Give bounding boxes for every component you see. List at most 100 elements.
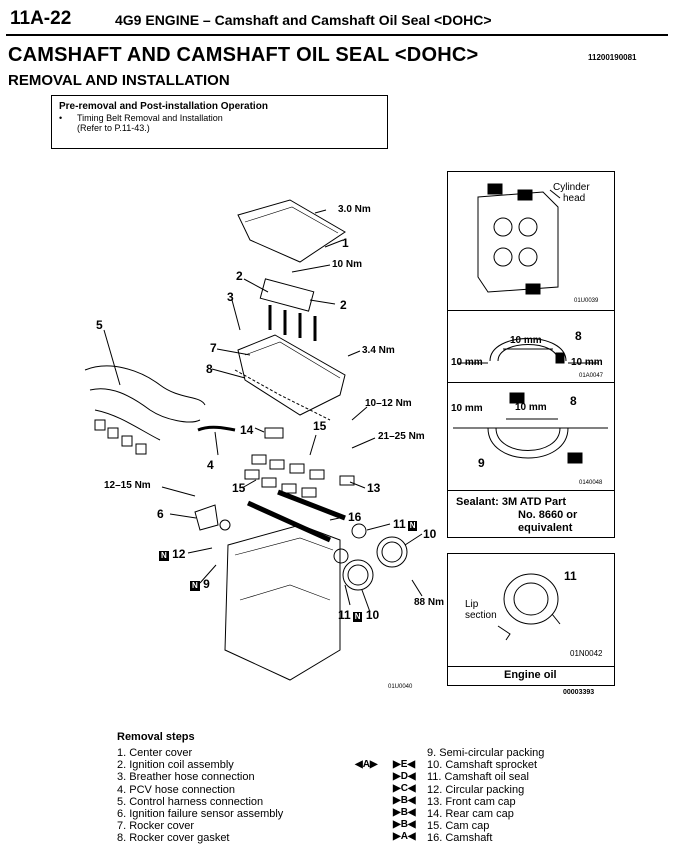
service-mark: ▶C◀: [393, 783, 416, 794]
step-item: 5. Control harness connection: [117, 795, 264, 808]
panel-oil-seal: 11 Lip section 01N0042 Engine oil: [447, 553, 615, 686]
callout-12: N 12: [159, 547, 186, 561]
page-title: CAMSHAFT AND CAMSHAFT OIL SEAL <DOHC>: [8, 44, 479, 66]
callout-14: 14: [240, 423, 254, 437]
panel-packing-dim: 8 10 mm 10 mm 10 mm 01A0047: [447, 310, 615, 384]
callout-3: 3: [227, 290, 234, 304]
dim-top: 10 mm: [515, 402, 547, 413]
dim-left: 10 mm: [451, 403, 483, 414]
service-mark: ▶B◀: [393, 807, 416, 818]
right-code: 00003393: [563, 689, 595, 696]
service-mark: ▶E◀: [393, 759, 416, 770]
step-item: 12. Circular packing: [427, 783, 525, 796]
step-item: 16. Camshaft: [427, 832, 493, 845]
n-mark-icon: N: [190, 581, 200, 591]
service-mark: ▶D◀: [393, 771, 416, 782]
panel-semicircular: 8 10 mm 10 mm 9 0140048: [447, 382, 615, 492]
callout-4: 4: [207, 458, 214, 472]
callout-13: 13: [367, 481, 381, 495]
step-item: 13. Front cam cap: [427, 795, 516, 808]
callout-2: 2: [340, 298, 347, 312]
step-item: 10. Camshaft sprocket: [427, 759, 538, 772]
torque-label: 3.0 Nm: [338, 204, 371, 215]
callout-1: 1: [342, 236, 349, 250]
bullet-icon: •: [59, 113, 63, 123]
torque-label: 3.4 Nm: [362, 345, 395, 356]
cylinder-head-illustration: [477, 183, 561, 295]
callout-9: 9: [478, 456, 485, 470]
section-title: 4G9 ENGINE – Camshaft and Camshaft Oil S…: [115, 12, 492, 28]
panel-code: 0140048: [579, 480, 603, 486]
service-mark: ▶B◀: [393, 819, 416, 830]
step-item: 6. Ignition failure sensor assembly: [117, 808, 284, 821]
pre-removal-item: Timing Belt Removal and Installation: [77, 113, 223, 123]
header-rule: [6, 34, 668, 36]
callout-8: 8: [570, 394, 577, 408]
sealant-box: Sealant: 3M ATD Part No. 8660 or equival…: [447, 490, 615, 538]
n-mark-icon: N: [407, 521, 418, 531]
engine-oil-label: Engine oil: [504, 669, 557, 681]
step-item: 14. Rear cam cap: [427, 808, 514, 821]
panel-code: 01A0047: [579, 373, 604, 379]
pre-removal-heading: Pre-removal and Post-installation Operat…: [59, 101, 268, 112]
sealant-line-1: Sealant: 3M ATD Part: [456, 496, 567, 508]
callout-7: 7: [210, 341, 217, 355]
callout-5: 5: [96, 318, 103, 332]
figure-code: 01U0040: [388, 684, 413, 690]
callout-16: 16: [348, 510, 362, 524]
oil-seal-illustration: [497, 573, 561, 641]
removal-steps-right: 9. Semi-circular packing 10. Camshaft sp…: [427, 747, 544, 845]
pre-removal-ref: (Refer to P.11-43.): [77, 123, 150, 133]
sealant-line-3: equivalent: [518, 522, 573, 534]
callout-6: 6: [157, 507, 164, 521]
callout-8: 8: [206, 362, 213, 376]
torque-label: 21–25 Nm: [378, 431, 425, 442]
page-number: 11A-22: [10, 8, 72, 29]
step-item: 11. Camshaft oil seal: [427, 771, 529, 784]
sealant-line-2: No. 8660 or: [518, 509, 578, 521]
dim-left: 10 mm: [451, 357, 483, 368]
semicircular-illustration: [453, 392, 608, 464]
callout-15: 15: [232, 481, 246, 495]
dim-top: 10 mm: [510, 335, 542, 346]
torque-label: 10 Nm: [332, 259, 363, 270]
pre-removal-box: Pre-removal and Post-installation Operat…: [51, 95, 388, 149]
panel-code: 01U0039: [574, 298, 599, 304]
callout-10: 10: [423, 527, 437, 541]
step-item: 4. PCV hose connection: [117, 783, 236, 796]
doc-code: 11200190081: [588, 53, 637, 62]
panel-cylinder-head: Cylinder head 01U0039: [447, 171, 615, 312]
n-mark-icon: N: [159, 551, 169, 561]
torque-label: 10–12 Nm: [365, 398, 412, 409]
lip-label-1: Lip: [465, 599, 479, 610]
removal-steps-title: Removal steps: [117, 731, 195, 743]
n-mark-icon: N: [352, 612, 363, 622]
callout-15: 15: [313, 419, 327, 433]
cylinder-head-label-1: Cylinder: [553, 182, 590, 193]
callout-11: 11: [564, 569, 577, 583]
torque-label: 12–15 Nm: [104, 480, 151, 491]
callout-2: 2: [236, 269, 243, 283]
packing-illustration: [458, 338, 598, 364]
service-mark: ▶B◀: [393, 795, 416, 806]
step-item: 7. Rocker cover: [117, 820, 195, 833]
panel-code: 01N0042: [570, 649, 603, 658]
removal-steps-left: 1. Center cover 2. Ignition coil assembl…: [117, 747, 283, 845]
step-item: 8. Rocker cover gasket: [117, 832, 230, 845]
callout-9: N 9: [190, 577, 210, 591]
lip-label-2: section: [465, 610, 497, 621]
step-item: 9. Semi-circular packing: [427, 747, 545, 759]
step-item: 15. Cam cap: [427, 820, 490, 833]
dim-right: 10 mm: [571, 357, 603, 368]
torque-label: 88 Nm: [414, 597, 445, 608]
callout-8: 8: [575, 329, 582, 343]
service-mark: ◀A▶: [355, 759, 378, 770]
subtitle: REMOVAL AND INSTALLATION: [8, 72, 230, 89]
service-mark: ▶A◀: [393, 831, 416, 842]
cylinder-head-label-2: head: [563, 193, 586, 204]
step-item: 1. Center cover: [117, 747, 193, 759]
step-item: 3. Breather hose connection: [117, 771, 255, 784]
